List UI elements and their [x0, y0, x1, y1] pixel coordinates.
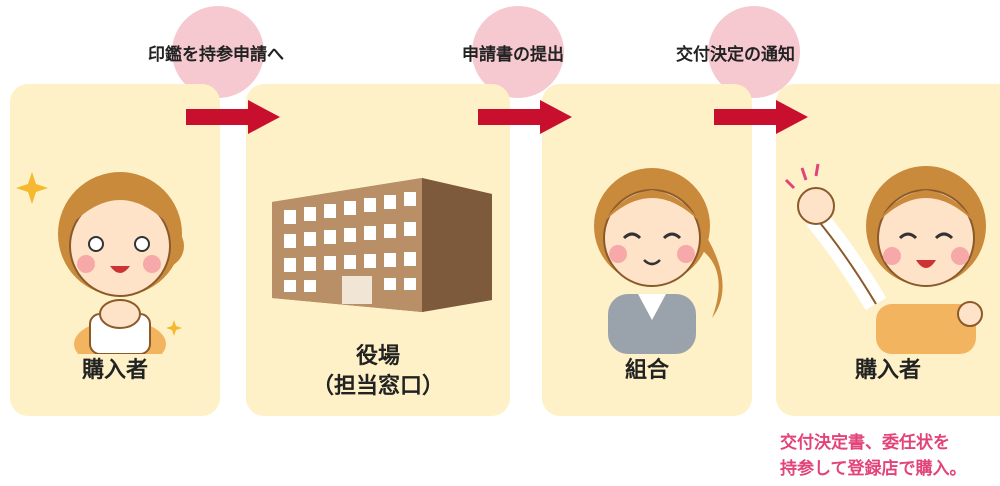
card-label-line2: （担当窓口） [311, 374, 444, 399]
person-icon [58, 172, 184, 354]
arrow-right-icon [478, 100, 572, 134]
card-label: 購入者 [854, 358, 921, 383]
sparkle-icon [16, 172, 182, 336]
note-line2: 持参して登録店で購入。 [780, 459, 967, 479]
card-buyer: 購入者 [10, 84, 220, 416]
step-label-notification: 交付決定の通知 [676, 45, 795, 65]
card-office: 役場 （担当窓口） [246, 84, 510, 416]
step-label-submit-application: 申請書の提出 [462, 45, 564, 65]
arrow-right-icon [186, 100, 280, 134]
fist-icon [784, 163, 887, 311]
buyer-cheering-illustration [784, 163, 986, 354]
card-label: 組合 [624, 358, 669, 383]
building-icon [272, 178, 492, 312]
note-line1: 交付決定書、委任状を [780, 433, 950, 453]
card-buyer-final: 購入者 [776, 84, 1000, 416]
union-staff-illustration [594, 168, 723, 354]
step-bubble [172, 6, 264, 98]
step-label-submit-seal: 印鑑を持参申請へ [148, 45, 284, 65]
buyer-illustration [16, 172, 184, 354]
step-bubble [708, 6, 800, 98]
step-bubble [472, 6, 564, 98]
person-icon [866, 166, 986, 354]
person-icon [594, 168, 723, 354]
final-note: 交付決定書、委任状を 持参して登録店で購入。 [780, 430, 1000, 482]
card-union: 組合 [542, 84, 752, 416]
card-label: 購入者 [81, 358, 148, 383]
card-label-line1: 役場 [355, 344, 400, 369]
arrow-right-icon [714, 100, 808, 134]
